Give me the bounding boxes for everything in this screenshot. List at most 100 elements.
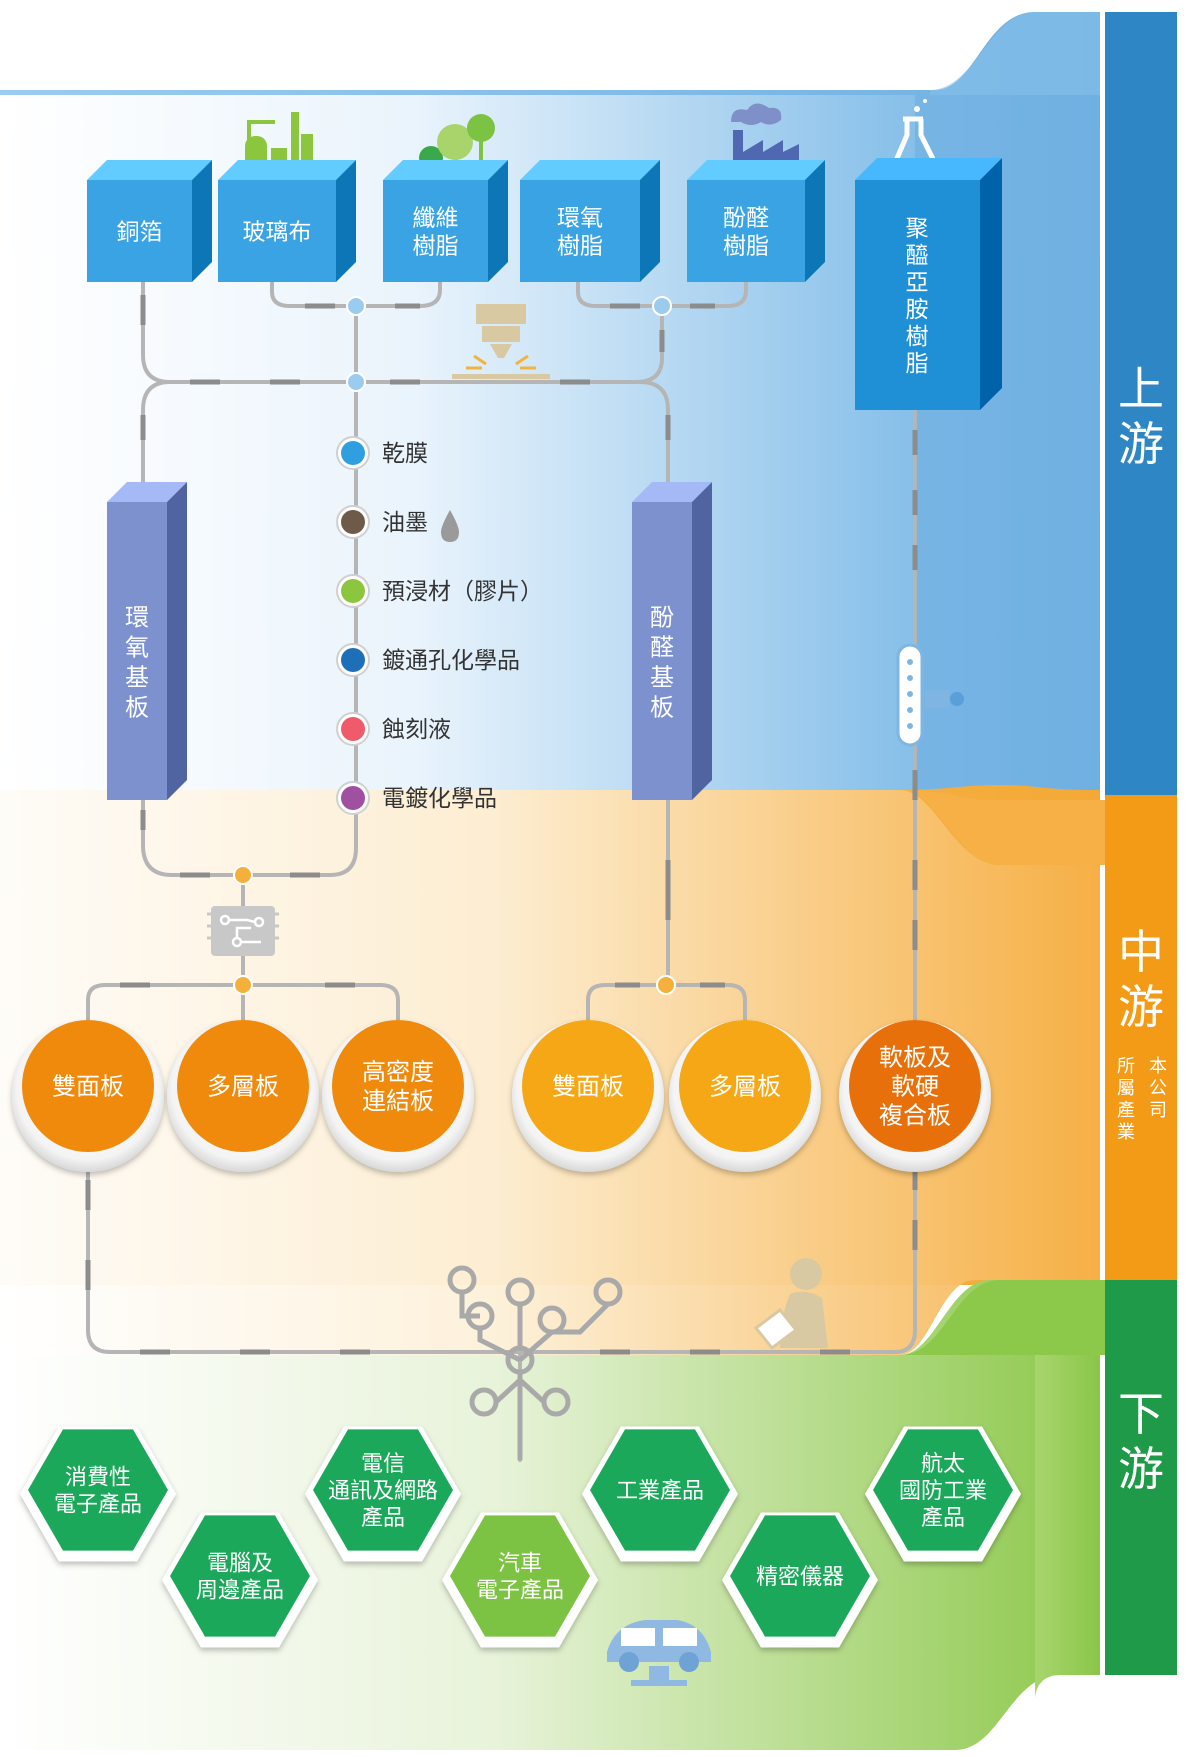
chemical-label: 油墨 <box>382 510 428 536</box>
material-label: 樹脂 <box>413 233 459 259</box>
material-box-epoxy <box>520 160 660 282</box>
product-label: 工業產品 <box>616 1479 704 1504</box>
tier-label-upstream: 上 <box>1118 362 1164 416</box>
circuit-board-icon <box>207 906 279 956</box>
board-label: 高密度 <box>362 1058 434 1086</box>
chemical-dot <box>341 786 365 810</box>
substrate-box-epoxy-substrate <box>107 482 187 800</box>
person-reading-icon <box>753 1258 828 1351</box>
product-label: 消費性 <box>65 1465 131 1490</box>
material-label: 酚醛 <box>723 205 769 231</box>
junction-node <box>233 975 253 995</box>
product-label: 電腦及 <box>207 1551 273 1576</box>
junction-node <box>233 865 253 885</box>
product-label: 周邊產品 <box>196 1578 284 1603</box>
material-box-glass <box>218 160 356 282</box>
material-box-phenol <box>687 160 825 282</box>
board-label: 軟板及 <box>879 1044 951 1072</box>
laser-machine-icon <box>452 304 550 379</box>
product-label: 國防工業 <box>899 1479 987 1504</box>
substrate-box-phenolic-substrate <box>632 482 712 800</box>
tier-label-midstream: 中 <box>1118 925 1164 979</box>
material-label: 玻璃布 <box>243 219 312 245</box>
product-label: 航太 <box>921 1452 965 1477</box>
material-box-polyimide <box>855 158 1002 410</box>
board-double-sided-2: 雙面板 <box>512 1020 664 1172</box>
chemical-item: 鍍通孔化學品 <box>336 643 520 677</box>
material-label: 纖維 <box>413 205 459 231</box>
material-label: 樹脂 <box>557 233 603 259</box>
tier-label-upstream-2: 游 <box>1118 417 1164 471</box>
tier-label-downstream: 下 <box>1118 1387 1164 1441</box>
midstream-tab-curve <box>900 790 1105 865</box>
chemical-label: 電鍍化學品 <box>382 786 497 812</box>
company-note-text: 產 <box>1117 1100 1135 1121</box>
chemical-item: 油墨 <box>336 505 428 539</box>
junction-nodes <box>233 296 676 995</box>
upstream-tab-curve <box>930 12 1100 95</box>
chemical-dot <box>341 510 365 534</box>
material-box-copper <box>87 160 212 282</box>
board-label: 多層板 <box>709 1073 781 1101</box>
chemical-dot <box>341 717 365 741</box>
junction-node <box>656 975 676 995</box>
tier-label-downstream-2: 游 <box>1118 1442 1164 1496</box>
board-label: 連結板 <box>362 1087 434 1115</box>
board-multilayer-2: 多層板 <box>669 1020 821 1172</box>
tier-bar-downstream: 下 游 <box>1105 1280 1177 1675</box>
product-label: 產品 <box>361 1506 405 1531</box>
material-label: 胺 <box>906 297 929 323</box>
tier-bar-midstream: 中 游 <box>1105 795 1177 1280</box>
chemical-item: 蝕刻液 <box>336 712 451 746</box>
material-label: 脂 <box>906 351 929 377</box>
chemical-dot <box>341 441 365 465</box>
product-label: 汽車 <box>498 1551 542 1576</box>
board-double-sided-1: 雙面板 <box>12 1020 164 1172</box>
substrate-label: 酚 <box>650 604 674 632</box>
substrate-label: 板 <box>650 694 674 722</box>
substrate-label: 基 <box>650 664 674 692</box>
company-note-text: 司 <box>1149 1100 1167 1121</box>
connector-dashes <box>85 295 918 1355</box>
board-label: 多層板 <box>207 1073 279 1101</box>
product-label: 電子產品 <box>54 1492 142 1517</box>
product-label: 電子產品 <box>476 1578 564 1603</box>
company-note-text: 屬 <box>1117 1078 1135 1099</box>
board-label: 複合板 <box>879 1102 951 1130</box>
roller-conveyor-icon <box>896 643 964 747</box>
chemical-label: 預浸材（膠片） <box>382 579 543 605</box>
product-label: 產品 <box>921 1506 965 1531</box>
product-label: 通訊及網路 <box>328 1479 438 1504</box>
company-note-text: 業 <box>1117 1122 1135 1143</box>
circuit-tree-icon <box>447 1265 623 1460</box>
chemical-label: 乾膜 <box>382 441 428 467</box>
product-industrial: 工業產品 <box>582 1426 738 1562</box>
car-lift-icon <box>607 1620 711 1686</box>
product-label: 電信 <box>361 1452 405 1477</box>
substrate-label: 醛 <box>650 634 674 662</box>
material-label: 樹脂 <box>723 233 769 259</box>
company-note-text: 本 <box>1149 1056 1167 1077</box>
product-precision: 精密儀器 <box>722 1512 878 1648</box>
chemical-dot <box>341 579 365 603</box>
board-label: 雙面板 <box>552 1073 624 1101</box>
substrate-label: 板 <box>125 694 149 722</box>
junction-node <box>346 296 366 316</box>
board-label: 軟硬 <box>891 1073 939 1101</box>
board-label: 雙面板 <box>52 1073 124 1101</box>
company-note-text: 公 <box>1149 1078 1167 1099</box>
chemical-label: 蝕刻液 <box>382 717 451 743</box>
substrate-label: 環 <box>125 604 149 632</box>
chemical-label: 鍍通孔化學品 <box>382 648 520 674</box>
chemical-item: 預浸材（膠片） <box>336 574 543 608</box>
substrate-label: 氧 <box>125 634 149 662</box>
material-label: 亞 <box>906 270 929 296</box>
board-multilayer-1: 多層板 <box>167 1020 319 1172</box>
